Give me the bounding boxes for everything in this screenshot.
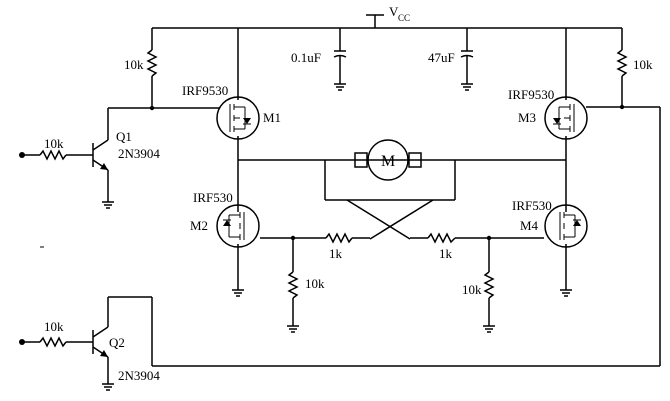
resistor-top-right-label: 10k <box>633 57 653 72</box>
resistor-pulldown-left-label: 10k <box>305 276 325 291</box>
mosfet-m4-name: M4 <box>520 218 539 233</box>
resistor-gate-m4: 1k <box>410 232 456 261</box>
resistor-pulldown-right-label: 10k <box>462 282 482 297</box>
mosfet-m4: IRF530 M4 <box>455 198 588 297</box>
transistor-q1: 10k Q1 2N3904 <box>19 129 160 209</box>
transistor-q1-name: Q1 <box>116 129 132 144</box>
motor-label: M <box>381 153 395 170</box>
mosfet-m4-part: IRF530 <box>512 198 552 213</box>
resistor-gate-m2: 1k <box>325 232 370 261</box>
resistor-pulldown-left: 10k <box>287 235 325 333</box>
mosfet-m2: IRF530 M2 <box>190 190 326 297</box>
resistor-top-left-label: 10k <box>124 57 144 72</box>
mosfet-m2-part: IRF530 <box>193 190 233 205</box>
capacitor-c1: 0.1uF <box>291 28 347 91</box>
transistor-q2-part: 2N3904 <box>118 368 160 383</box>
motor: M <box>354 139 422 181</box>
mosfet-m1-name: M1 <box>263 110 281 125</box>
mosfet-m2-name: M2 <box>190 218 208 233</box>
resistor-top-left: 10k <box>124 28 158 108</box>
mosfet-m3: IRF9530 M3 <box>508 28 588 160</box>
transistor-q1-part: 2N3904 <box>118 146 160 161</box>
vcc-subscript: CC <box>398 13 410 23</box>
resistor-in-q1-label: 10k <box>44 136 64 151</box>
mosfet-m3-name: M3 <box>518 110 536 125</box>
resistor-pulldown-right: 10k <box>462 235 495 333</box>
capacitor-c2: 47uF <box>428 28 474 91</box>
mosfet-m3-part: IRF9530 <box>508 87 554 102</box>
resistor-top-right: 10k <box>616 28 653 107</box>
vcc-label: V <box>389 4 399 19</box>
capacitor-c2-label: 47uF <box>428 50 455 65</box>
resistor-in-q2-label: 10k <box>44 319 64 334</box>
capacitor-c1-label: 0.1uF <box>291 50 321 65</box>
vcc-rail: V CC <box>152 4 622 29</box>
transistor-q2: 10k Q2 2N3904 <box>19 319 160 391</box>
mosfet-m1-part: IRF9530 <box>182 83 228 98</box>
transistor-q2-name: Q2 <box>109 335 125 350</box>
mosfet-m1: IRF9530 M1 <box>182 28 281 160</box>
resistor-gate-m4-label: 1k <box>439 246 453 261</box>
resistor-gate-m2-label: 1k <box>329 246 343 261</box>
